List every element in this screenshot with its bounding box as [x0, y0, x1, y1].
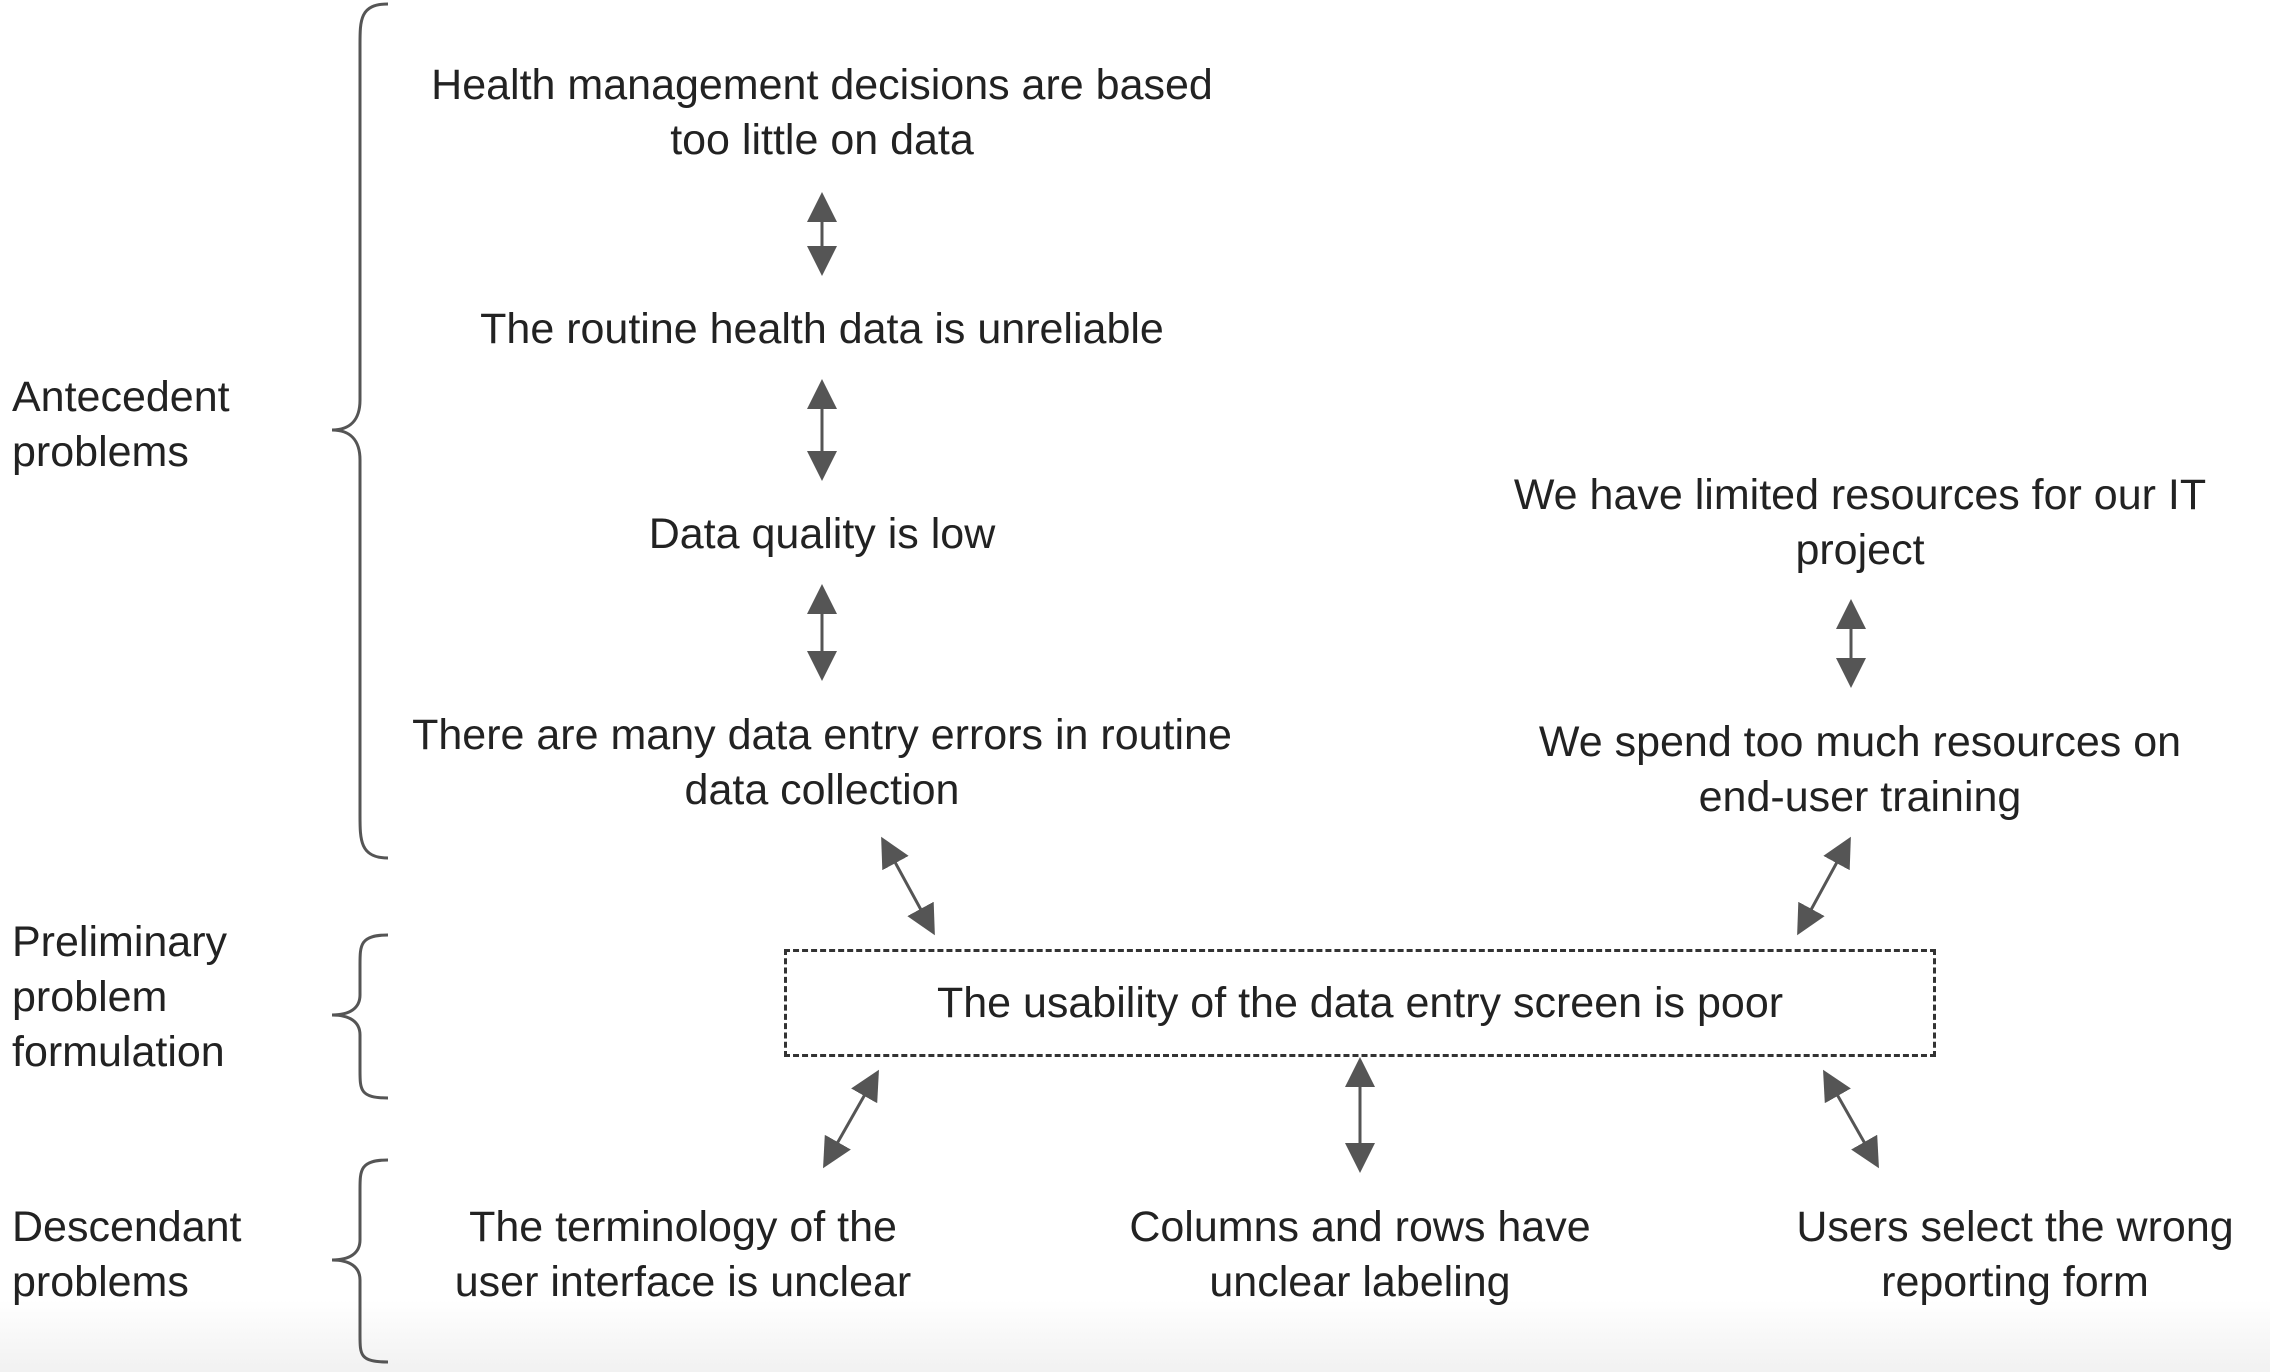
node-line: The routine health data is unreliable [480, 305, 1164, 353]
node-terminology: The terminology of the user interface is… [400, 1200, 966, 1310]
core-problem-text: The usability of the data entry screen i… [936, 978, 1784, 1027]
node-line: The terminology of the [469, 1203, 897, 1251]
brace-antecedent [331, 2, 389, 860]
node-line: There are many data entry errors in rout… [412, 711, 1232, 759]
level-label-descendant: Descendant problems [12, 1200, 242, 1310]
arrow-core-to-terminology [823, 1069, 879, 1169]
arrow-core-to-wrong-form [1823, 1069, 1879, 1169]
level-label-descendant-line: Descendant [12, 1203, 242, 1251]
core-problem-box: The usability of the data entry screen i… [784, 949, 1936, 1057]
node-line: user interface is unclear [454, 1258, 912, 1306]
node-training-resources: We spend too much resources on end-user … [1460, 715, 2260, 825]
node-line: Health management decisions are based [431, 61, 1213, 109]
node-line: project [1795, 526, 1925, 574]
node-line: too little on data [670, 116, 974, 164]
node-line: We have limited resources for our IT [1513, 471, 2207, 519]
brace-preliminary [331, 933, 389, 1100]
level-label-antecedent-line: Antecedent [12, 373, 230, 421]
level-label-descendant-line: problems [12, 1258, 189, 1306]
arrow-training-to-core [1797, 836, 1851, 936]
node-line: Users select the wrong [1796, 1203, 2234, 1251]
node-wrong-form: Users select the wrong reporting form [1770, 1200, 2260, 1310]
node-line: Data quality is low [648, 510, 996, 558]
level-label-preliminary-line: problem [12, 973, 168, 1021]
node-line: We spend too much resources on [1538, 718, 2182, 766]
level-label-antecedent: Antecedent problems [12, 370, 230, 480]
level-label-antecedent-line: problems [12, 428, 189, 476]
node-unreliable-data: The routine health data is unreliable [322, 302, 1322, 357]
node-line: end-user training [1698, 773, 2022, 821]
arrow-errors-to-core [881, 836, 935, 936]
node-entry-errors: There are many data entry errors in rout… [322, 708, 1322, 818]
node-health-decisions: Health management decisions are based to… [322, 58, 1322, 168]
level-label-preliminary: Preliminary problem formulation [12, 915, 227, 1080]
node-line: unclear labeling [1209, 1258, 1511, 1306]
node-limited-resources: We have limited resources for our IT pro… [1460, 468, 2260, 578]
brace-descendant [331, 1158, 389, 1364]
level-label-preliminary-line: formulation [12, 1028, 225, 1076]
node-data-quality: Data quality is low [322, 507, 1322, 562]
node-line: Columns and rows have [1129, 1203, 1591, 1251]
level-label-preliminary-line: Preliminary [12, 918, 228, 966]
node-line: reporting form [1881, 1258, 2149, 1306]
node-line: data collection [684, 766, 960, 814]
node-labeling: Columns and rows have unclear labeling [1080, 1200, 1640, 1310]
